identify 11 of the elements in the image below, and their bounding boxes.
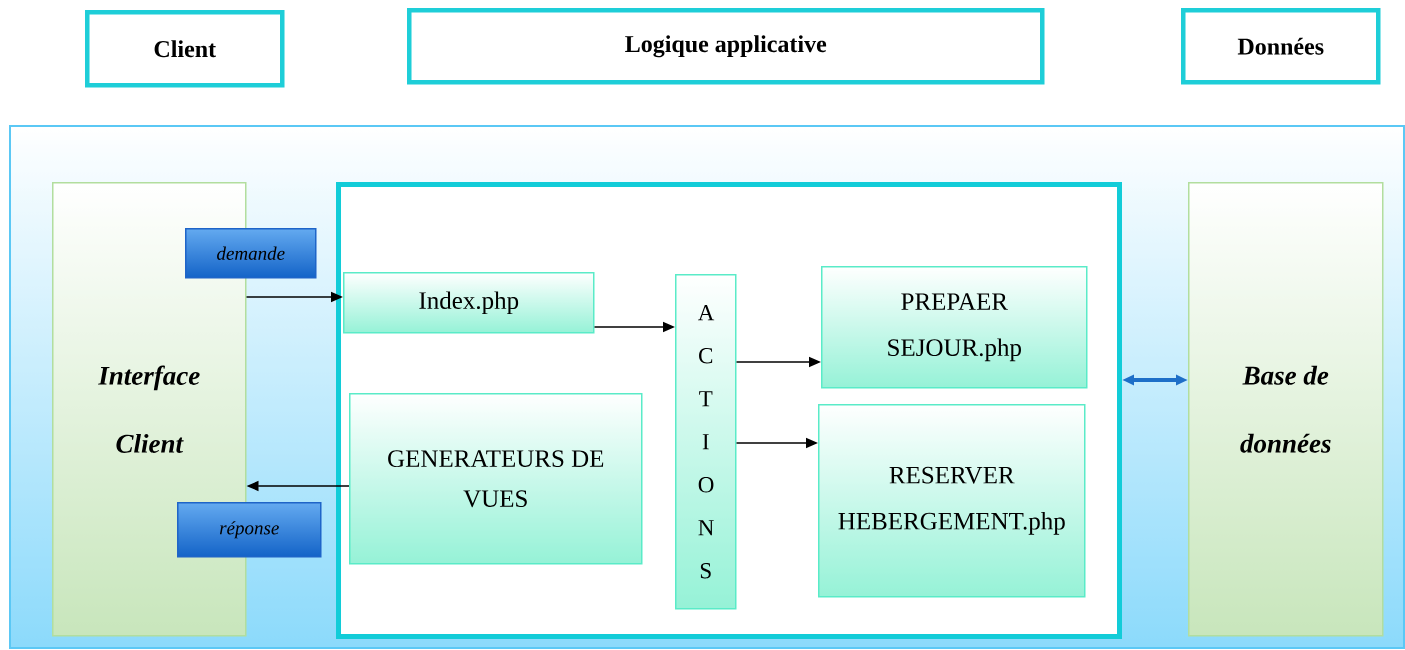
process-box: PREPAER SEJOUR.php [821,266,1088,389]
header-box: Données [1181,8,1381,85]
header-box: Client [85,10,285,88]
actions-box: A C T I O N S [675,274,737,610]
process-box: Index.php [343,272,595,334]
process-box: RESERVER HEBERGEMENT.php [818,404,1086,598]
tag-label: réponse [177,502,322,558]
header-box: Logique applicative [407,8,1045,85]
tag-label: demande [185,228,317,279]
process-box: GENERATEURS DE VUES [349,393,643,565]
column-box: Base de données [1188,182,1384,637]
